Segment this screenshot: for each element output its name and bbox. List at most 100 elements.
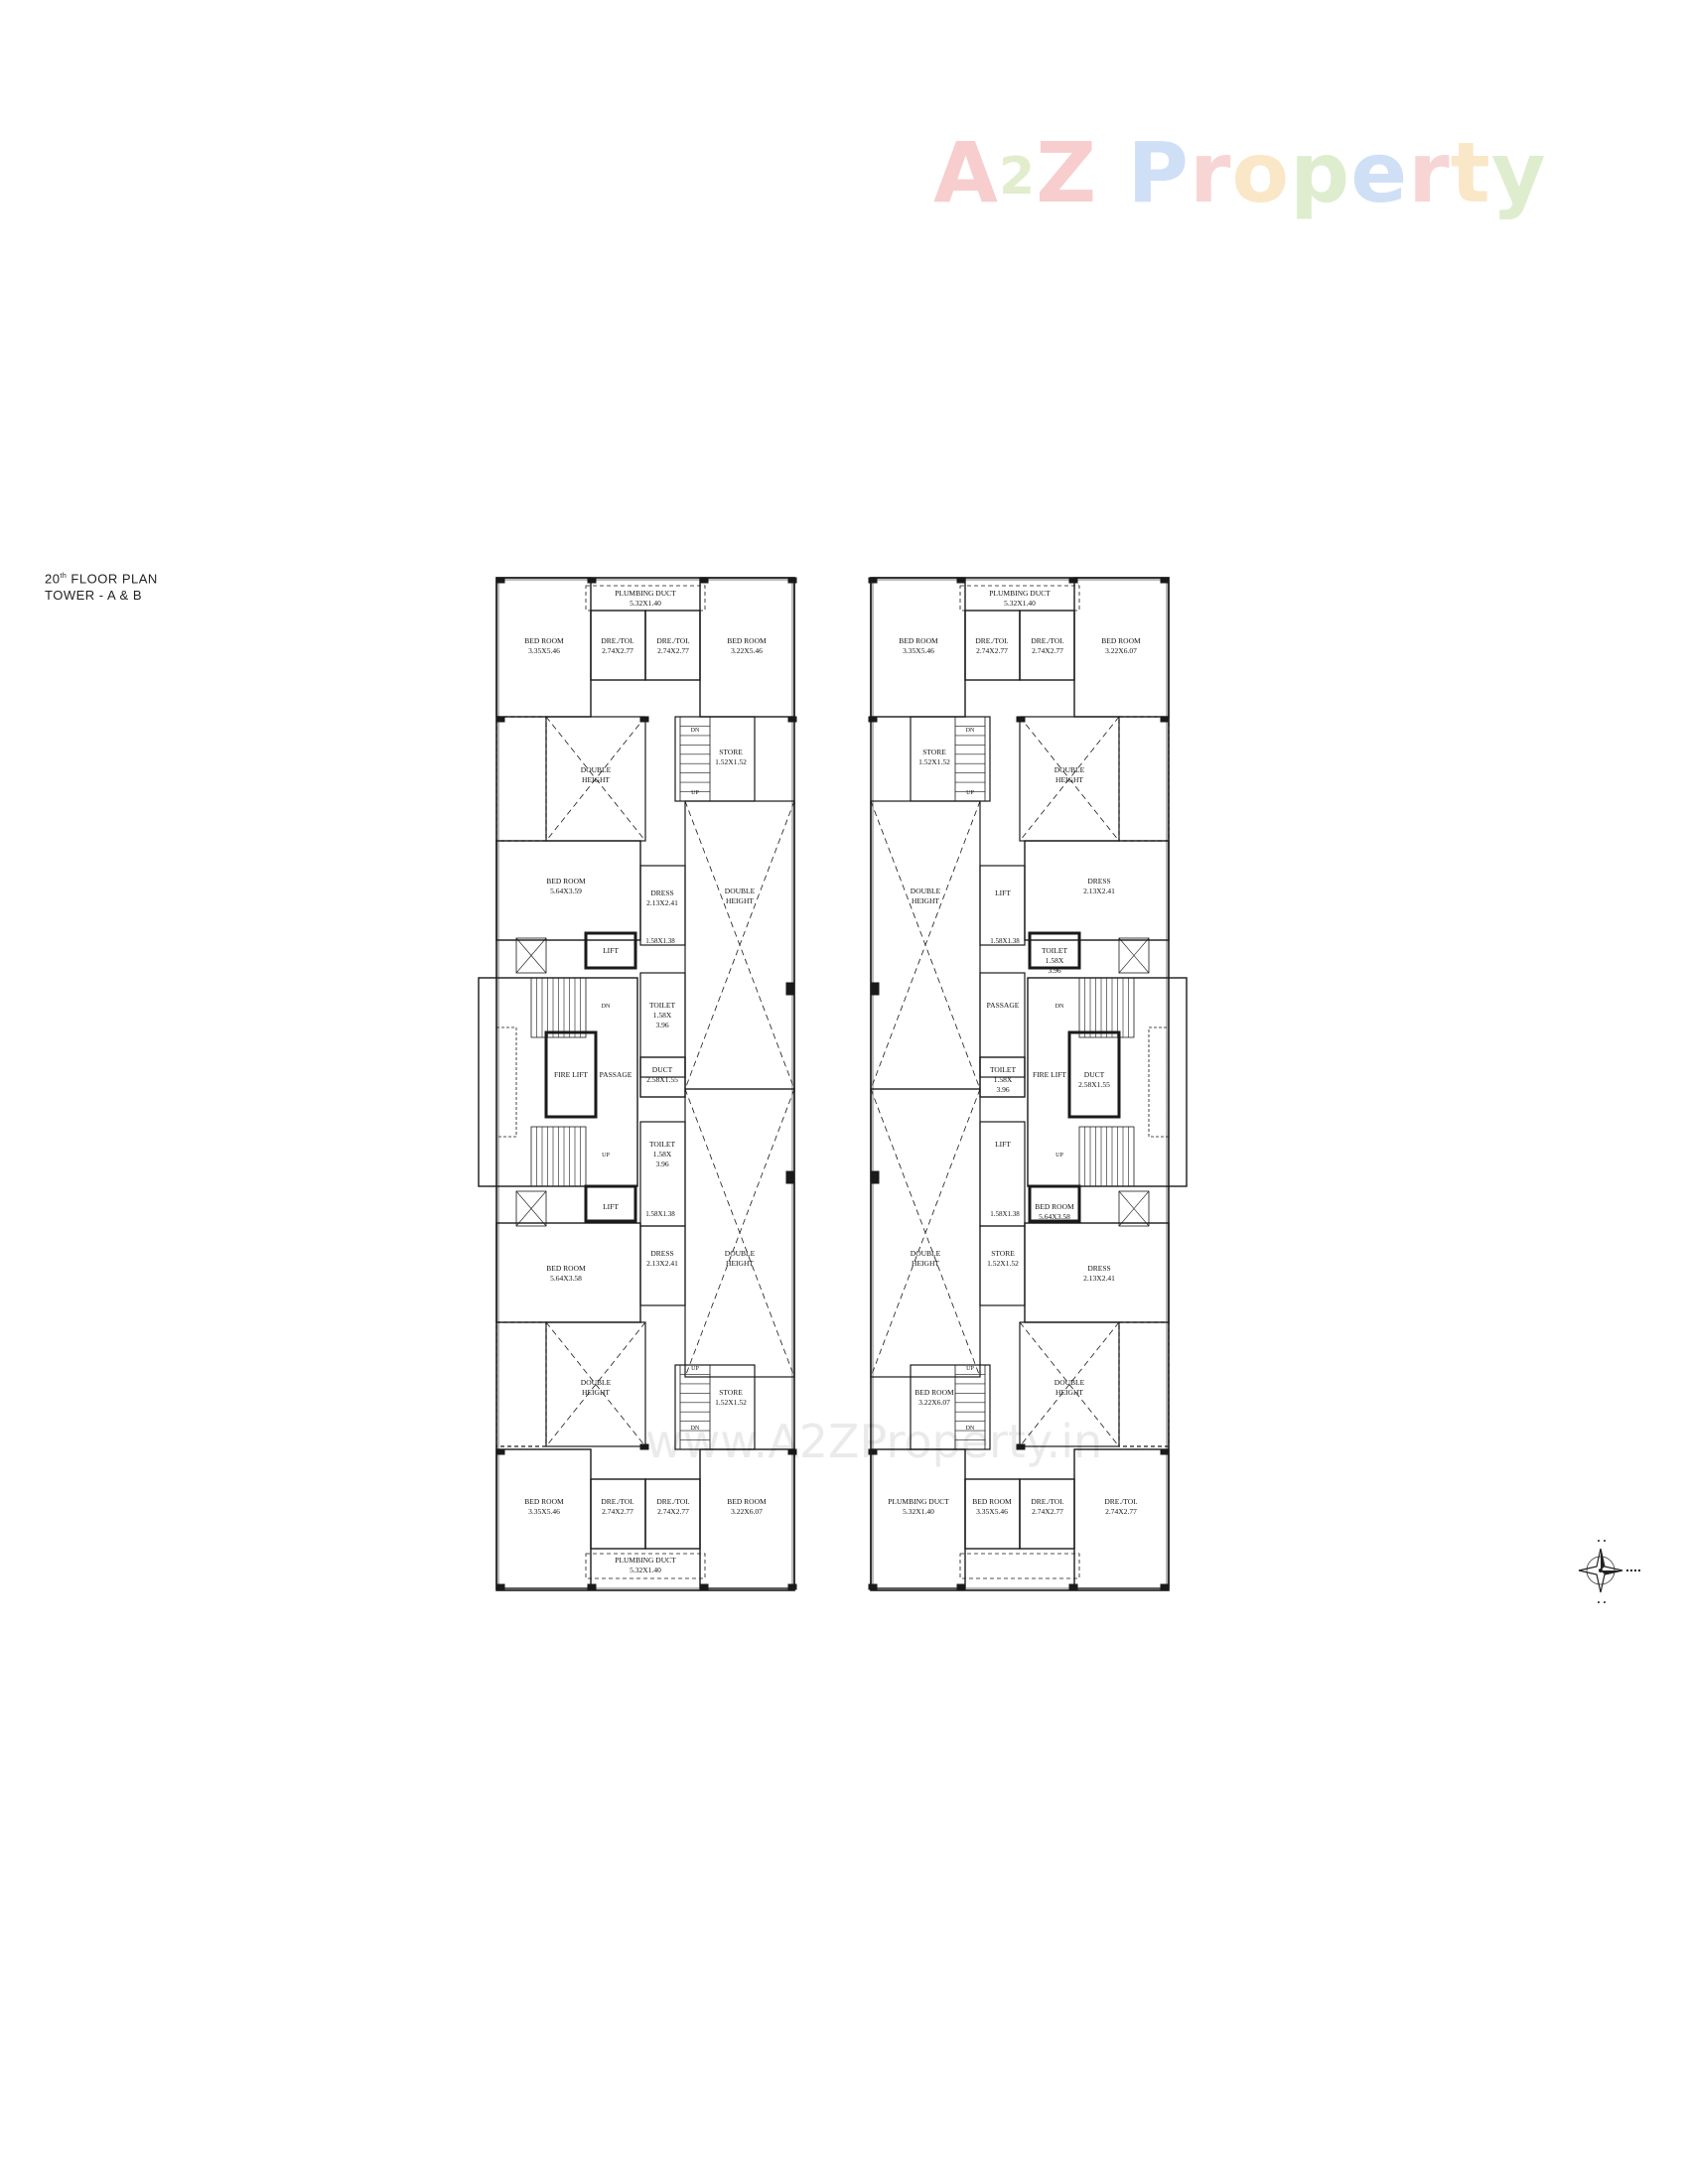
room-size-label: 2.74X2.77 xyxy=(602,646,633,655)
room-name-label: PLUMBING DUCT xyxy=(888,1497,949,1506)
room-size-label: 5.64X3.58 xyxy=(550,1274,582,1283)
room-name-label: PLUMBING DUCT xyxy=(615,1556,676,1565)
room-name-label: DOUBLE xyxy=(581,765,612,774)
column xyxy=(1016,1443,1026,1450)
logo-letter: y xyxy=(1490,124,1547,221)
room-size-label: 5.32X1.40 xyxy=(903,1507,934,1516)
shaft-box xyxy=(1118,937,1150,974)
toilet-wall xyxy=(964,1478,1021,1550)
room-size-label: 2.58X1.55 xyxy=(1078,1080,1110,1089)
stair-dn-label: DN xyxy=(966,728,975,734)
duct-block xyxy=(979,1056,1026,1098)
room-name-label: BED ROOM xyxy=(1035,1202,1074,1211)
room-name-label: BED ROOM xyxy=(524,636,564,645)
room-size-label: 3.22X5.46 xyxy=(731,646,763,655)
logo-letter: e xyxy=(1350,124,1409,221)
column xyxy=(785,1170,795,1184)
balcony-wall xyxy=(1118,1321,1170,1447)
room-name-label: TOILET xyxy=(1042,946,1068,955)
column xyxy=(1016,716,1026,723)
shaft-box xyxy=(1118,1190,1150,1227)
shaft-cross xyxy=(515,937,547,974)
duct-block xyxy=(639,1056,686,1098)
column xyxy=(587,1583,597,1590)
dimension-label: 1.58X1.38 xyxy=(645,937,675,945)
bedroom-wall xyxy=(495,1448,592,1589)
column xyxy=(956,577,966,584)
column xyxy=(870,982,880,996)
shaft-cross xyxy=(515,1190,547,1227)
column xyxy=(956,1583,966,1590)
stair-up-label: UP xyxy=(966,1366,974,1372)
room-name-label: DRE./TOI. xyxy=(656,636,689,645)
room-size-label: 3.35X5.46 xyxy=(903,646,934,655)
room-name-label: HEIGHT xyxy=(1055,775,1083,784)
room-name-label: 5.32X1.40 xyxy=(630,1566,661,1574)
shaft-box xyxy=(515,937,547,974)
watermark-text: www.A2ZProperty.in xyxy=(645,1415,1103,1468)
tower-plan-b: BED ROOM3.22X6.07DRE./TOI.2.74X2.77DRE./… xyxy=(868,577,1188,1591)
stair-outline xyxy=(954,1364,986,1450)
bedroom-wall xyxy=(699,1448,795,1589)
room-name-label: BED ROOM xyxy=(524,1497,564,1506)
room-size-label: 2.58X1.55 xyxy=(646,1075,678,1084)
room-size-label: 3.22X6.07 xyxy=(731,1507,763,1516)
room-size-label: 2.74X2.77 xyxy=(602,1507,633,1516)
bedroom-wall xyxy=(1024,1222,1170,1323)
room-name-label: FIRE LIFT xyxy=(554,1070,588,1079)
caption-floor: 20th FLOOR PLAN xyxy=(45,571,158,587)
logo-letter: t xyxy=(1450,124,1491,221)
room-name-label: 5.32X1.40 xyxy=(630,599,661,608)
lift-shaft xyxy=(584,931,637,970)
room-name-label: DRE./TOI. xyxy=(601,1497,633,1506)
bedroom-wall xyxy=(1073,1448,1170,1589)
stair-dn-label: DN xyxy=(602,1004,611,1010)
room-name-label: HEIGHT xyxy=(726,1259,754,1268)
bedroom-wall xyxy=(870,1448,966,1589)
dress-wall xyxy=(979,1225,1026,1306)
dimension-label: 1.58X1.38 xyxy=(645,1210,675,1218)
column xyxy=(495,1448,505,1455)
dimension-label: 1.58X1.38 xyxy=(990,937,1020,945)
room-name-label: BED ROOM xyxy=(727,1497,767,1506)
column xyxy=(870,1170,880,1184)
void-cross-line xyxy=(870,800,981,1090)
logo-letter: o xyxy=(1231,124,1291,221)
room-name-label: HEIGHT xyxy=(1055,1388,1083,1397)
toilet-wall xyxy=(590,610,646,681)
room-name-label: DRE./TOI. xyxy=(1031,1497,1063,1506)
shaft-box xyxy=(515,1190,547,1227)
north-compass-icon xyxy=(1578,1540,1640,1603)
toilet-wall xyxy=(644,610,701,681)
stair-dn-label: DN xyxy=(691,1426,700,1432)
column xyxy=(1160,577,1170,584)
column xyxy=(787,1448,797,1455)
room-size-label: 2.13X2.41 xyxy=(646,1259,678,1268)
room-name-label: STORE xyxy=(922,748,946,756)
stair-dn-label: DN xyxy=(966,1426,975,1432)
balcony-wall xyxy=(495,716,547,842)
staircase xyxy=(1078,1126,1135,1187)
room-name-label: DRE./TOI. xyxy=(1031,636,1063,645)
lift-shaft xyxy=(584,1184,637,1223)
dress-wall xyxy=(639,865,686,946)
room-name-label: DRE./TOI. xyxy=(601,636,633,645)
fire-lift-shaft xyxy=(1067,1030,1121,1119)
room-size-label: 3.96 xyxy=(655,1021,668,1029)
room-size-label: 2.74X2.77 xyxy=(976,646,1008,655)
brand-logo: A2Z Property xyxy=(933,124,1546,233)
stair-up-label: UP xyxy=(1055,1153,1063,1159)
staircase xyxy=(954,1364,986,1450)
staircase xyxy=(530,977,587,1038)
room-name-label: STORE xyxy=(719,748,743,756)
balcony-wall xyxy=(1118,716,1170,842)
room-name-label: DRESS xyxy=(650,1249,673,1258)
stair-up-label: UP xyxy=(691,1366,699,1372)
room-name-label: BED ROOM xyxy=(972,1497,1012,1506)
room-name-label: PLUMBING DUCT xyxy=(989,589,1051,598)
room-size-label: 3.96 xyxy=(996,1085,1009,1094)
room-name-label: DUCT xyxy=(1084,1070,1105,1079)
room-name-label: BED ROOM xyxy=(914,1388,954,1397)
room-name-label: HEIGHT xyxy=(582,775,610,784)
logo-letter: r xyxy=(1408,124,1451,221)
